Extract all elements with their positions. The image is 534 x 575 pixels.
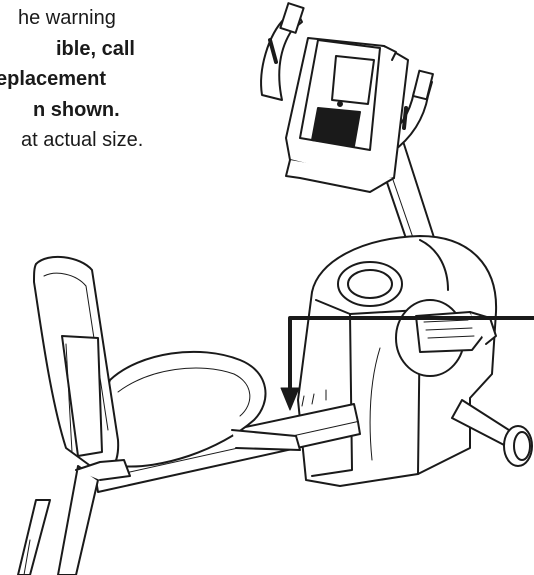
seat-backrest <box>33 255 120 474</box>
seat-cushion <box>97 350 301 468</box>
console <box>285 37 409 193</box>
bike-body <box>297 235 498 487</box>
handlebar-left <box>260 2 305 101</box>
instruction-line-3: eplacement <box>0 68 107 90</box>
front-leg <box>17 459 131 575</box>
instruction-line-2: ible, call <box>56 38 135 60</box>
instruction-line-1: he warning <box>18 7 116 29</box>
callout-arrow <box>280 316 534 411</box>
instruction-line-5: at actual size. <box>21 129 144 151</box>
instruction-line-4: n shown. <box>33 99 120 121</box>
stabilizer <box>451 399 533 467</box>
